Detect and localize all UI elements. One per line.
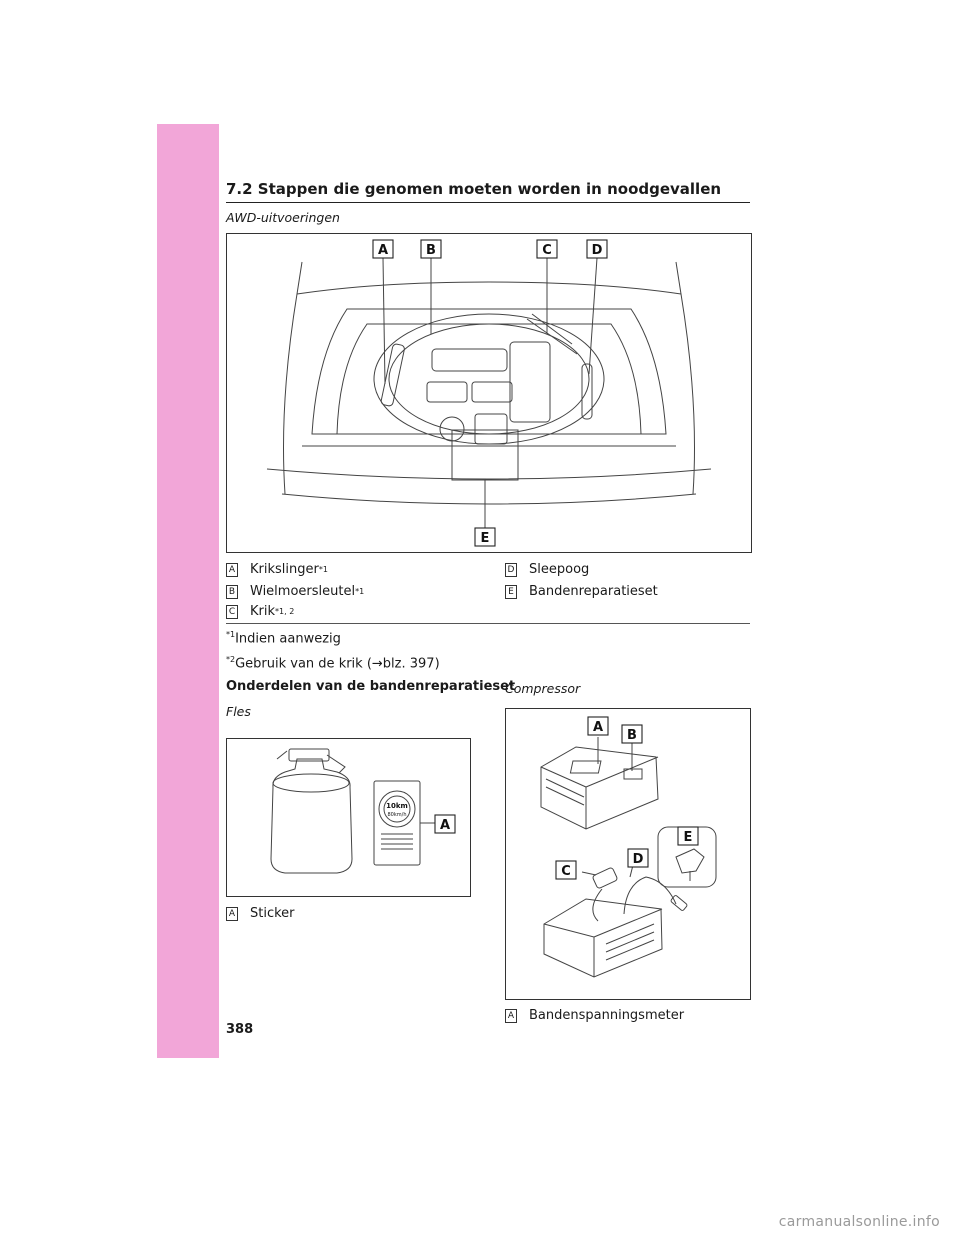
compressor-callout-a — [587, 716, 609, 736]
legend-label: Bandenspanningsmeter — [529, 1008, 685, 1023]
compressor-callout-d — [627, 848, 649, 868]
legend-label: Sticker — [250, 906, 295, 921]
callout-a-label: A — [378, 243, 388, 258]
legend-item-a: A Krikslinger*1 — [226, 562, 328, 577]
footnote-marker: *1 — [226, 630, 236, 639]
compressor-callout-e — [677, 826, 699, 846]
compressor-callout-c-label: C — [561, 864, 571, 879]
legend-label: Sleepoog — [529, 562, 590, 577]
compressor-label: Compressor — [505, 681, 581, 696]
footnote-marker: *2 — [226, 655, 236, 664]
watermark: carmanualsonline.info — [778, 1214, 940, 1230]
callout-a — [372, 239, 394, 259]
compressor-callout-d-label: D — [633, 852, 644, 867]
callout-e-label: E — [481, 531, 490, 546]
legend-sup: *1, 2 — [275, 607, 295, 616]
legend-divider — [226, 623, 750, 624]
legend-item-e: E Bandenreparatieset — [505, 584, 658, 599]
compressor-callout-b — [621, 724, 643, 744]
legend-label: Bandenreparatieset — [529, 584, 658, 599]
legend-key: C — [226, 604, 238, 619]
footnote-text: Gebruik van de krik (→blz. 397) — [235, 656, 440, 672]
compressor-figure: A B C D E — [505, 708, 751, 1000]
page-number: 388 — [226, 1022, 254, 1037]
callout-d — [586, 239, 608, 259]
header-rule — [226, 202, 750, 203]
callout-e — [474, 527, 496, 547]
legend-sup: *1 — [318, 565, 328, 574]
bottle-label: Fles — [226, 704, 251, 719]
footnote-2: *2Gebruik van de krik (→blz. 397) — [226, 655, 440, 671]
legend-label: Krik — [250, 604, 276, 619]
legend-key: A — [505, 1008, 517, 1023]
sticker-distance: 10km — [386, 802, 408, 810]
callout-c-label: C — [542, 243, 552, 258]
callout-d-label: D — [592, 243, 603, 258]
side-color-strip — [157, 124, 219, 1058]
legend-item-d: D Sleepoog — [505, 562, 589, 577]
bottle-callout-a-label: A — [440, 818, 450, 833]
sticker-speed: 80km/h — [388, 812, 407, 818]
legend-key: A — [226, 562, 238, 577]
callout-b — [420, 239, 442, 259]
section-title: 7.2 Stappen die genomen moeten worden in… — [226, 180, 722, 198]
legend-item-pressure-gauge: A Bandenspanningsmeter — [505, 1008, 684, 1023]
cargo-area-figure: A B C D E — [226, 233, 752, 553]
compressor-callout-e-label: E — [684, 830, 693, 845]
legend-key: B — [226, 584, 238, 599]
compressor-illustration: A B C D E — [540, 716, 717, 978]
footnote-1: *1Indien aanwezig — [226, 630, 341, 646]
callout-c — [536, 239, 558, 259]
legend-key: D — [505, 562, 517, 577]
legend-item-b: B Wielmoersleutel*1 — [226, 584, 364, 599]
compressor-callout-b-label: B — [627, 728, 637, 743]
variant-label: AWD-uitvoeringen — [226, 210, 340, 225]
legend-item-c: C Krik*1, 2 — [226, 604, 294, 619]
legend-label: Wielmoersleutel — [250, 584, 356, 599]
legend-item-sticker: A Sticker — [226, 906, 295, 921]
legend-label: Krikslinger — [250, 562, 319, 577]
legend-sup: *1 — [355, 587, 365, 596]
compressor-callout-a-label: A — [593, 720, 603, 735]
bottle-callout-a — [434, 814, 456, 834]
legend-key: A — [226, 906, 238, 921]
footnote-text: Indien aanwezig — [235, 631, 341, 647]
bottle-figure: 10km 80km/h A — [226, 738, 471, 897]
legend-key: E — [505, 584, 517, 599]
parts-heading: Onderdelen van de bandenreparatieset — [226, 679, 516, 694]
bottle-illustration: 10km 80km/h A — [270, 748, 456, 874]
compressor-callout-c — [555, 860, 577, 880]
cargo-area-illustration: A B C D E — [266, 239, 712, 547]
callout-b-label: B — [426, 243, 436, 258]
